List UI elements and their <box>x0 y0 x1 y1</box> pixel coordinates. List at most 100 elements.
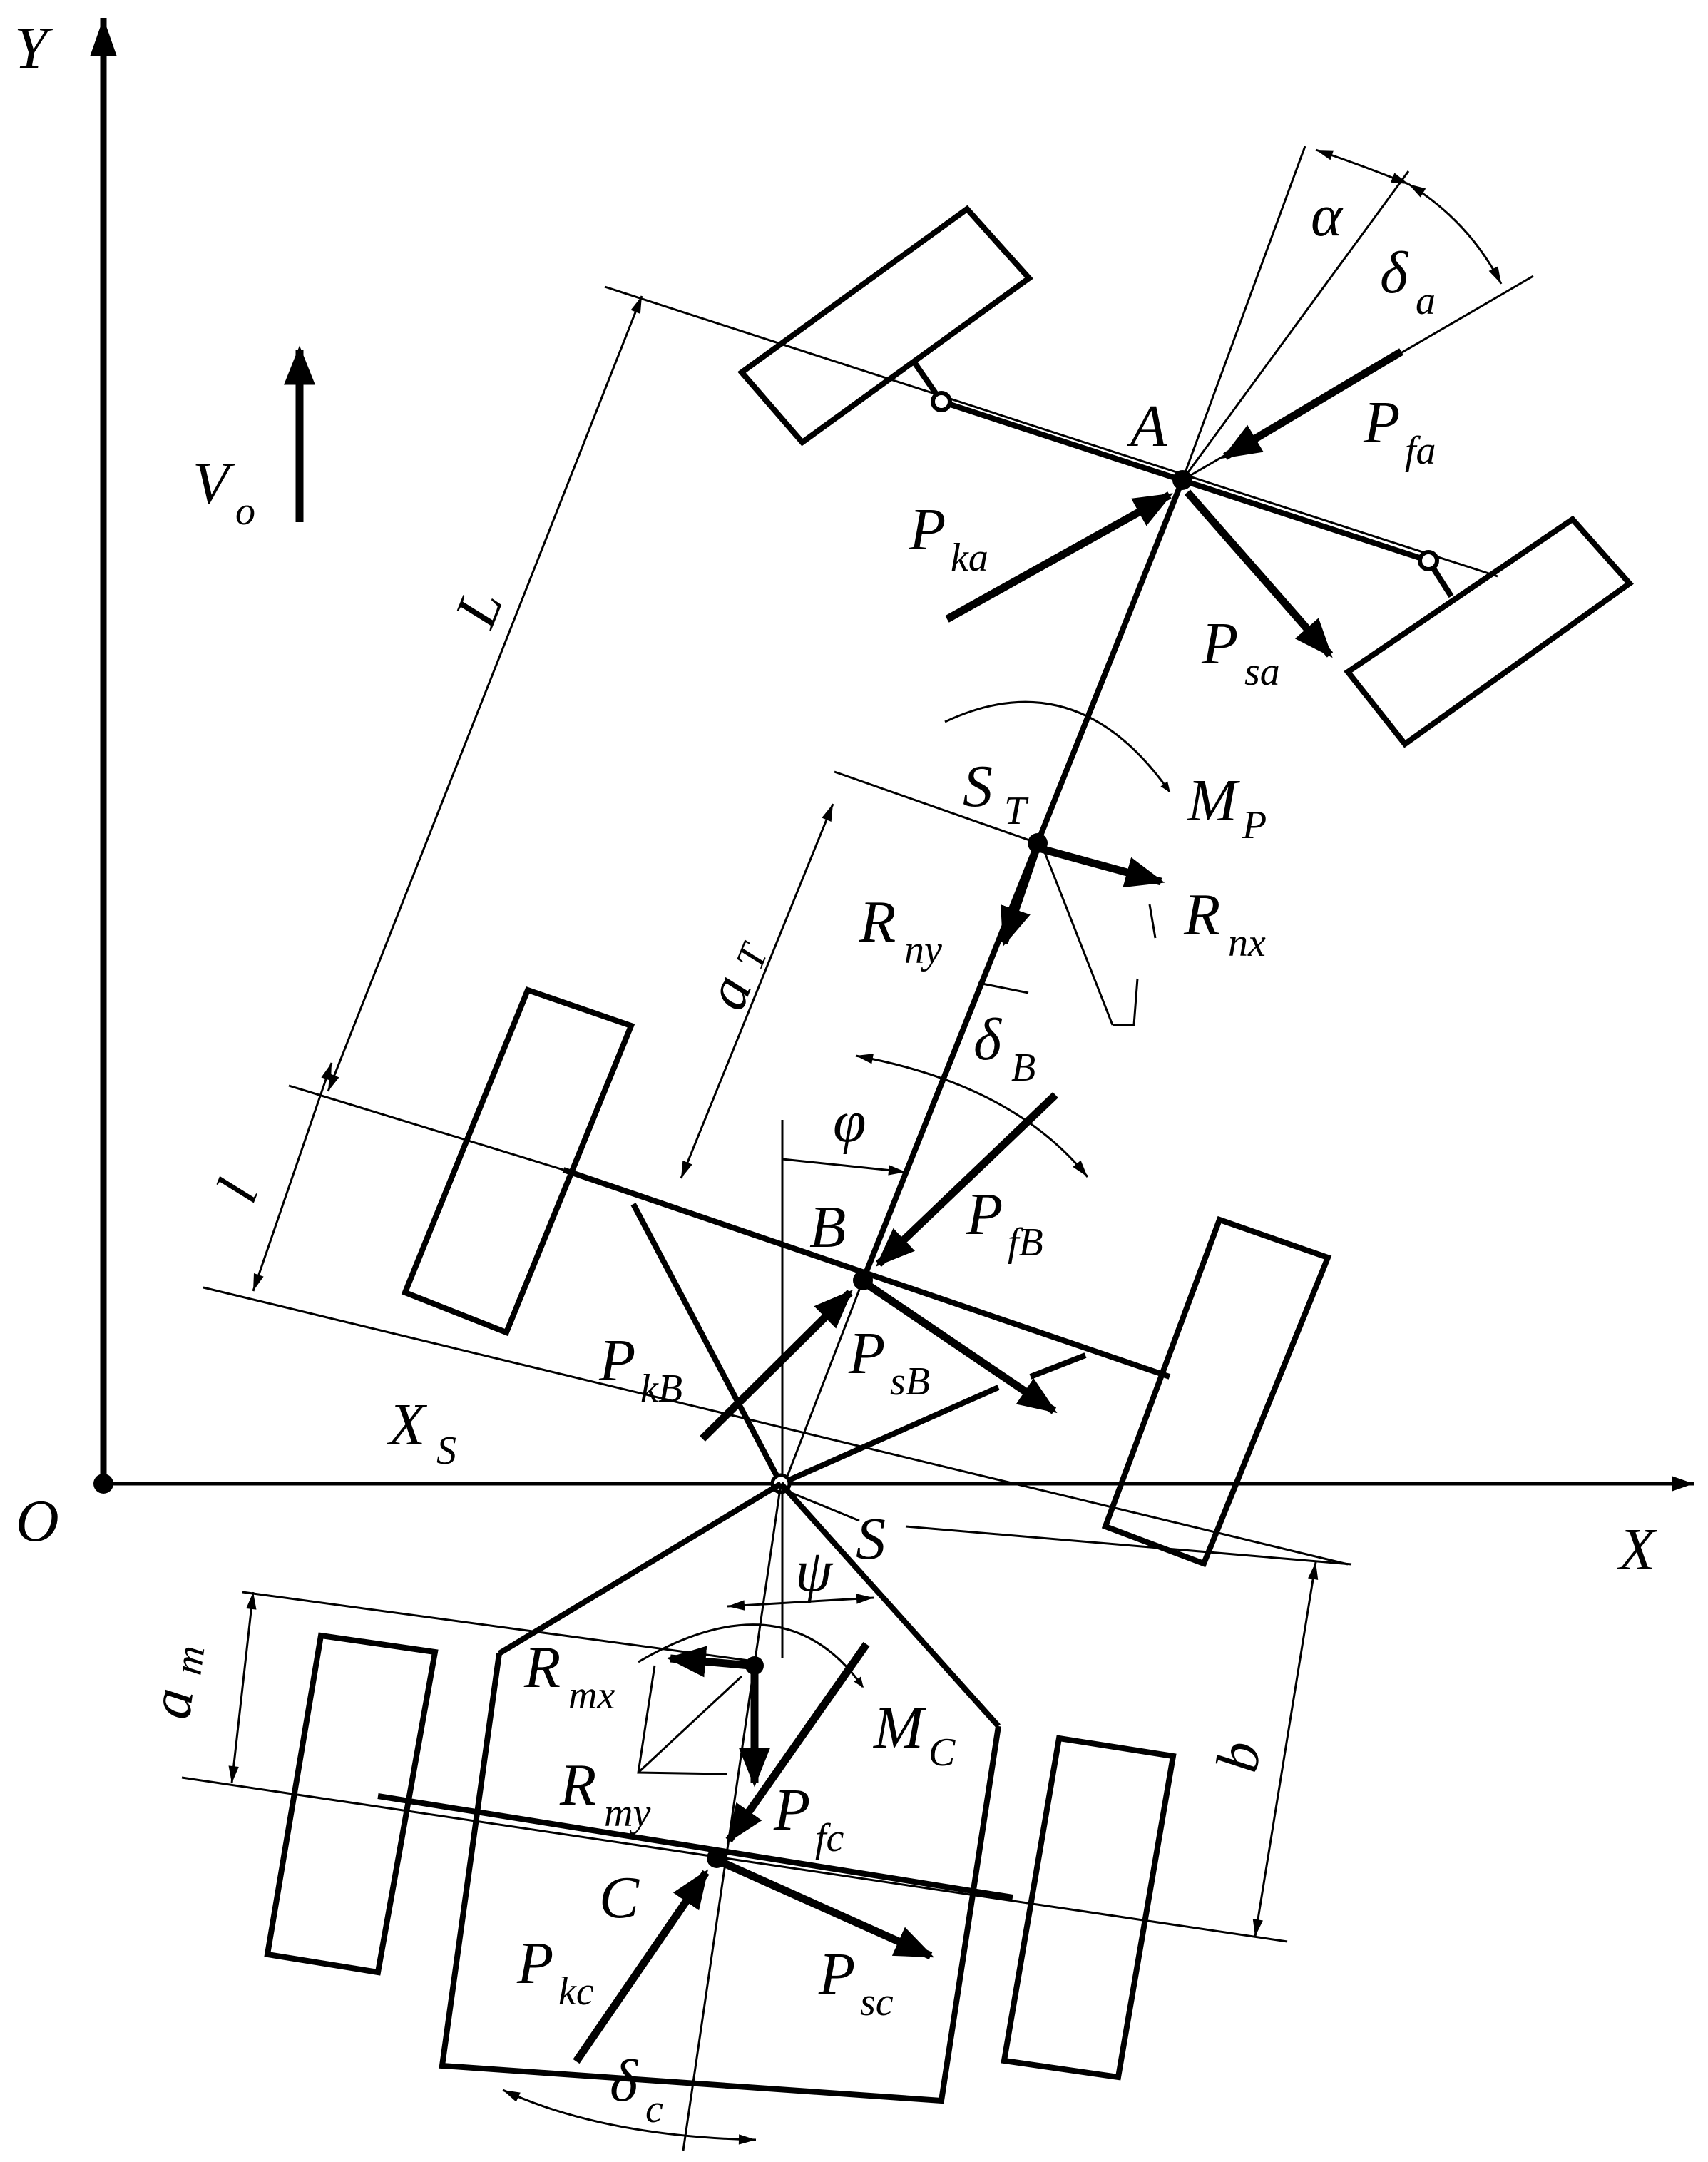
force-Psc-label: P <box>818 1941 855 2007</box>
R-decomp-base <box>978 981 1029 994</box>
rear-left-wheel <box>264 1632 439 1976</box>
dim-L-line <box>327 295 643 1092</box>
moment-MP-arc <box>944 700 1171 793</box>
dim-am-label: a <box>137 1684 207 1723</box>
point-S-label: S <box>856 1506 886 1572</box>
force-Psc-subscript: sc <box>860 1980 894 2024</box>
force-Pka-label: P <box>909 496 946 563</box>
rear-frame-left <box>497 1481 783 1656</box>
front-axle-group <box>604 205 1634 748</box>
force-PsB-label: P <box>848 1320 885 1387</box>
point-ST-label: S <box>963 753 993 820</box>
XS-subscript: S <box>436 1429 456 1473</box>
force-Rmy-label: R <box>559 1752 596 1818</box>
front-left-kingpin <box>931 391 952 412</box>
force-Psa-arrow <box>1184 489 1334 658</box>
moment-MC-arc <box>638 1623 864 1688</box>
point-m <box>745 1656 764 1675</box>
force-Rmx-subscript: mx <box>568 1673 615 1718</box>
S-label-leader <box>791 1492 860 1522</box>
force-Rnx-subscript: nx <box>1228 921 1266 965</box>
dim-b-label: b <box>1204 1738 1274 1777</box>
XS-label: X <box>387 1392 428 1458</box>
force-Pfc-label: P <box>773 1777 810 1843</box>
middle-axle-group <box>288 986 1332 1568</box>
delta-a-arc <box>1408 183 1503 285</box>
force-Pka-subscript: ka <box>951 536 988 580</box>
force-PkB-subscript: kB <box>640 1367 682 1411</box>
force-PsB-arrow <box>866 1282 1058 1414</box>
dim-aT-line <box>680 803 834 1179</box>
delta-c-arc <box>502 2089 757 2145</box>
point-A-label: A <box>1127 393 1167 459</box>
middle-left-wheel <box>401 986 635 1337</box>
x-axis-label: X <box>1617 1516 1658 1583</box>
hitch-group <box>834 700 1171 1026</box>
force-Pkc-label: P <box>516 1930 553 1997</box>
alpha-arc <box>1315 148 1409 185</box>
moment-MP-label: M <box>1187 768 1240 834</box>
force-Pfa-arrow <box>1222 348 1403 460</box>
y-axis-label: Y <box>14 15 53 81</box>
point-C <box>707 1848 727 1868</box>
front-right-kingpin <box>1418 550 1439 571</box>
alpha-label: α <box>1311 183 1344 249</box>
front-axle-line <box>604 285 1498 578</box>
rear-body-outline <box>439 1653 1001 2104</box>
force-Rny-label: R <box>859 889 896 955</box>
force-Psa-subscript: sa <box>1244 650 1280 694</box>
dim-l-label: l <box>204 1171 272 1210</box>
point-B-label: B <box>809 1194 846 1260</box>
delta-a-label: δ <box>1380 240 1409 306</box>
psi-arc <box>727 1594 874 1611</box>
psi-label: ψ <box>795 1538 834 1604</box>
R-decomp-bracket <box>1148 904 1157 939</box>
moment-MC-subscript: C <box>929 1730 956 1775</box>
ST-perp-line <box>834 770 1038 845</box>
angle-alpha-delta-a <box>1181 146 1534 481</box>
coordinate-axes <box>90 18 1694 1494</box>
rear-axle-beam <box>377 1793 1013 1900</box>
point-ST-subscript: T <box>1004 789 1029 833</box>
rear-frame-right <box>779 1482 1001 1728</box>
force-Pka-arrow <box>945 491 1173 623</box>
Rm-decomp-bracket <box>637 1665 728 1775</box>
front-left-wheel <box>737 205 1033 447</box>
point-B <box>853 1270 873 1290</box>
dim-aT-subscript: T <box>727 936 778 976</box>
force-Psc-arrow <box>722 1859 935 1960</box>
origin-label: O <box>16 1488 59 1554</box>
rear-hitch-group <box>637 1623 864 1788</box>
dim-aT-label: a <box>692 966 765 1019</box>
force-Rnx-arrow <box>1040 845 1165 888</box>
b-top-line <box>905 1525 1352 1566</box>
C-axis-line <box>682 1483 782 2151</box>
B-frame-right-2 <box>1029 1352 1087 1380</box>
force-Pfc-arrow <box>725 1641 870 1844</box>
force-Rmx-arrow <box>666 1646 751 1678</box>
moment-MC-label: M <box>873 1695 926 1761</box>
velocity-label: V <box>193 450 235 516</box>
B-frame-right <box>779 1385 1000 1487</box>
direction-line-2 <box>1181 170 1410 481</box>
force-PfB-arrow <box>876 1092 1058 1267</box>
XS-line <box>203 1286 1349 1566</box>
force-Rny-arrow <box>1000 847 1040 947</box>
middle-axle-line-top <box>288 1084 564 1171</box>
velocity-subscript: o <box>235 489 255 534</box>
force-Psa-label: P <box>1201 611 1238 677</box>
dim-L-label: L <box>441 580 516 636</box>
force-Rny-subscript: ny <box>904 928 942 972</box>
B-frame-left <box>630 1203 784 1485</box>
force-Pkc-arrow <box>573 1869 710 2064</box>
middle-right-wheel <box>1101 1215 1332 1568</box>
dim-am-line <box>228 1591 257 1784</box>
delta-B-arc <box>855 1054 1089 1178</box>
force-PkB-label: P <box>598 1327 635 1394</box>
delta-B-subscript: B <box>1011 1046 1035 1090</box>
force-Pfa-subscript: fa <box>1405 429 1436 473</box>
Rm-decomp-line <box>637 1675 743 1774</box>
R-decomp-bracket-2 <box>1113 978 1139 1026</box>
R-decomp-line <box>1043 852 1114 1026</box>
